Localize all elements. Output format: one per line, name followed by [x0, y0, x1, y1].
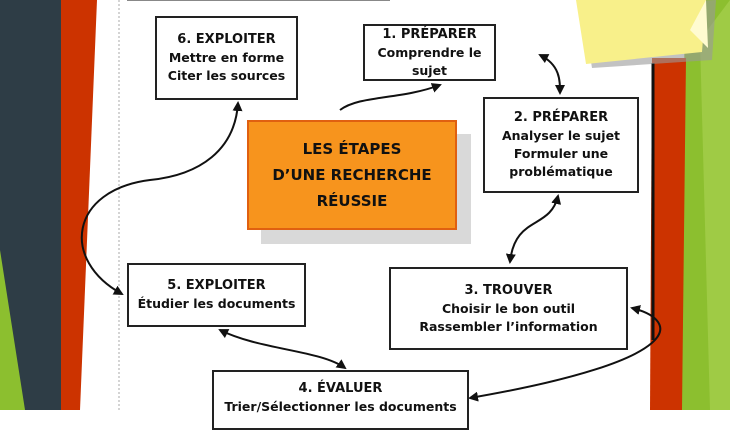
step-3-box: 3. TROUVER Choisir le bon outil Rassembl… [389, 267, 628, 350]
step-6-box: 6. EXPLOITER Mettre en forme Citer les s… [155, 16, 298, 100]
step-title: 5. EXPLOITER [167, 278, 266, 293]
step-line: Mettre en forme [168, 50, 285, 65]
step-line: Analyser le sujet [501, 128, 621, 143]
step-title: 6. EXPLOITER [177, 32, 276, 47]
arrow-4-5 [218, 329, 347, 370]
step-line: Citer les sources [167, 68, 286, 83]
central-title-line: LES ÉTAPES [302, 140, 402, 158]
central-title-line: RÉUSSIE [316, 192, 388, 210]
right-green-shade [700, 0, 730, 410]
arrow-6-to-1 [339, 83, 442, 111]
step-5-box: 5. EXPLOITER Étudier les documents [127, 263, 306, 327]
step-4-box: 4. ÉVALUER Trier/Sélectionner les docume… [212, 370, 469, 430]
step-line: Trier/Sélectionner les documents [224, 399, 457, 414]
step-title: 2. PRÉPARER [513, 110, 609, 125]
step-1-box: 1. PRÉPARER Comprendre le sujet [363, 24, 496, 81]
step-title: 4. ÉVALUER [298, 381, 383, 396]
step-line: problématique [509, 164, 613, 179]
arrow-3-4 [468, 305, 662, 402]
arrow-5-6 [81, 101, 243, 295]
sticky-note [576, 0, 706, 64]
step-line: Formuler une [513, 146, 609, 161]
left-green-triangle [0, 250, 25, 410]
arrow-2-3 [505, 194, 562, 264]
cycle-arrows [81, 54, 662, 402]
step-line: Comprendre le sujet [377, 44, 482, 78]
step-2-box: 2. PRÉPARER Analyser le sujet Formuler u… [483, 97, 639, 193]
step-title: 3. TROUVER [464, 282, 553, 298]
central-title: LES ÉTAPES D’UNE RECHERCHE RÉUSSIE [247, 120, 457, 230]
central-title-line: D’UNE RECHERCHE [272, 166, 432, 184]
left-red-stripe [61, 0, 97, 410]
step-line: Rassembler l’information [419, 318, 598, 334]
step-title: 1. PRÉPARER [382, 26, 477, 42]
sticky-note-curl [690, 0, 708, 48]
arrow-1-2 [538, 54, 565, 95]
step-line: Choisir le bon outil [441, 300, 576, 316]
step-line: Étudier les documents [137, 296, 296, 311]
